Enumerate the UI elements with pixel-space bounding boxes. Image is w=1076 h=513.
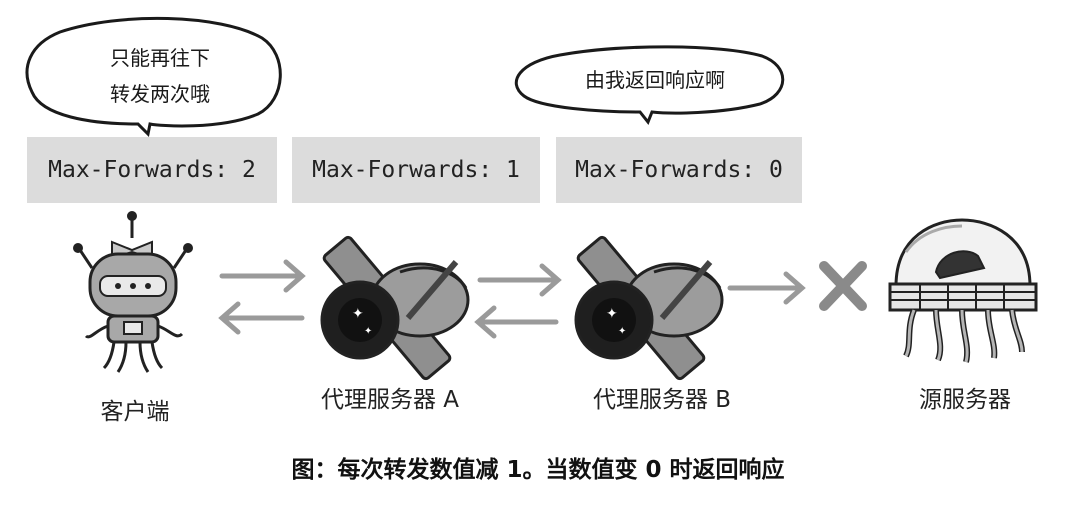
proxy-satellite-icon: ✦ ✦	[320, 235, 470, 381]
proxy-a-label: 代理服务器 A	[320, 387, 460, 413]
origin-server-dome-icon	[888, 218, 1038, 363]
blocked-cross-icon	[819, 261, 867, 311]
client-label: 客户端	[100, 399, 170, 425]
client-robot-icon	[73, 211, 193, 373]
arrow-proxy-b-to-origin	[727, 271, 806, 305]
arrow-proxy-a-to-proxy-b	[477, 263, 562, 297]
proxy-satellite-icon: ✦ ✦	[574, 235, 724, 381]
client-bubble-line1: 只能再往下	[110, 46, 210, 70]
max-forwards-header-proxy-a: Max-Forwards: 1	[292, 137, 540, 203]
client-bubble-line2: 转发两次哦	[110, 82, 210, 106]
arrow-proxy-b-to-proxy-a	[474, 305, 559, 339]
svg-text:✦: ✦	[352, 306, 364, 322]
arrow-client-to-proxy-a	[219, 259, 306, 293]
origin-server-label: 源服务器	[919, 387, 1011, 413]
max-forwards-header-proxy-b: Max-Forwards: 0	[556, 137, 802, 203]
svg-text:✦: ✦	[618, 326, 626, 337]
client-speech-bubble	[25, 16, 282, 138]
proxy-b-bubble-text: 由我返回响应啊	[585, 68, 725, 92]
client-bubble-text: 只能再往下 转发两次哦	[60, 40, 260, 112]
max-forwards-header-client: Max-Forwards: 2	[27, 137, 277, 203]
svg-text:✦: ✦	[606, 306, 618, 322]
svg-text:✦: ✦	[364, 326, 372, 337]
arrow-proxy-a-to-client	[218, 301, 305, 335]
proxy-b-label: 代理服务器 B	[592, 387, 732, 413]
proxy-b-speech-bubble	[514, 45, 785, 125]
figure-caption: 图：每次转发数值减 1。当数值变 0 时返回响应	[291, 457, 785, 483]
